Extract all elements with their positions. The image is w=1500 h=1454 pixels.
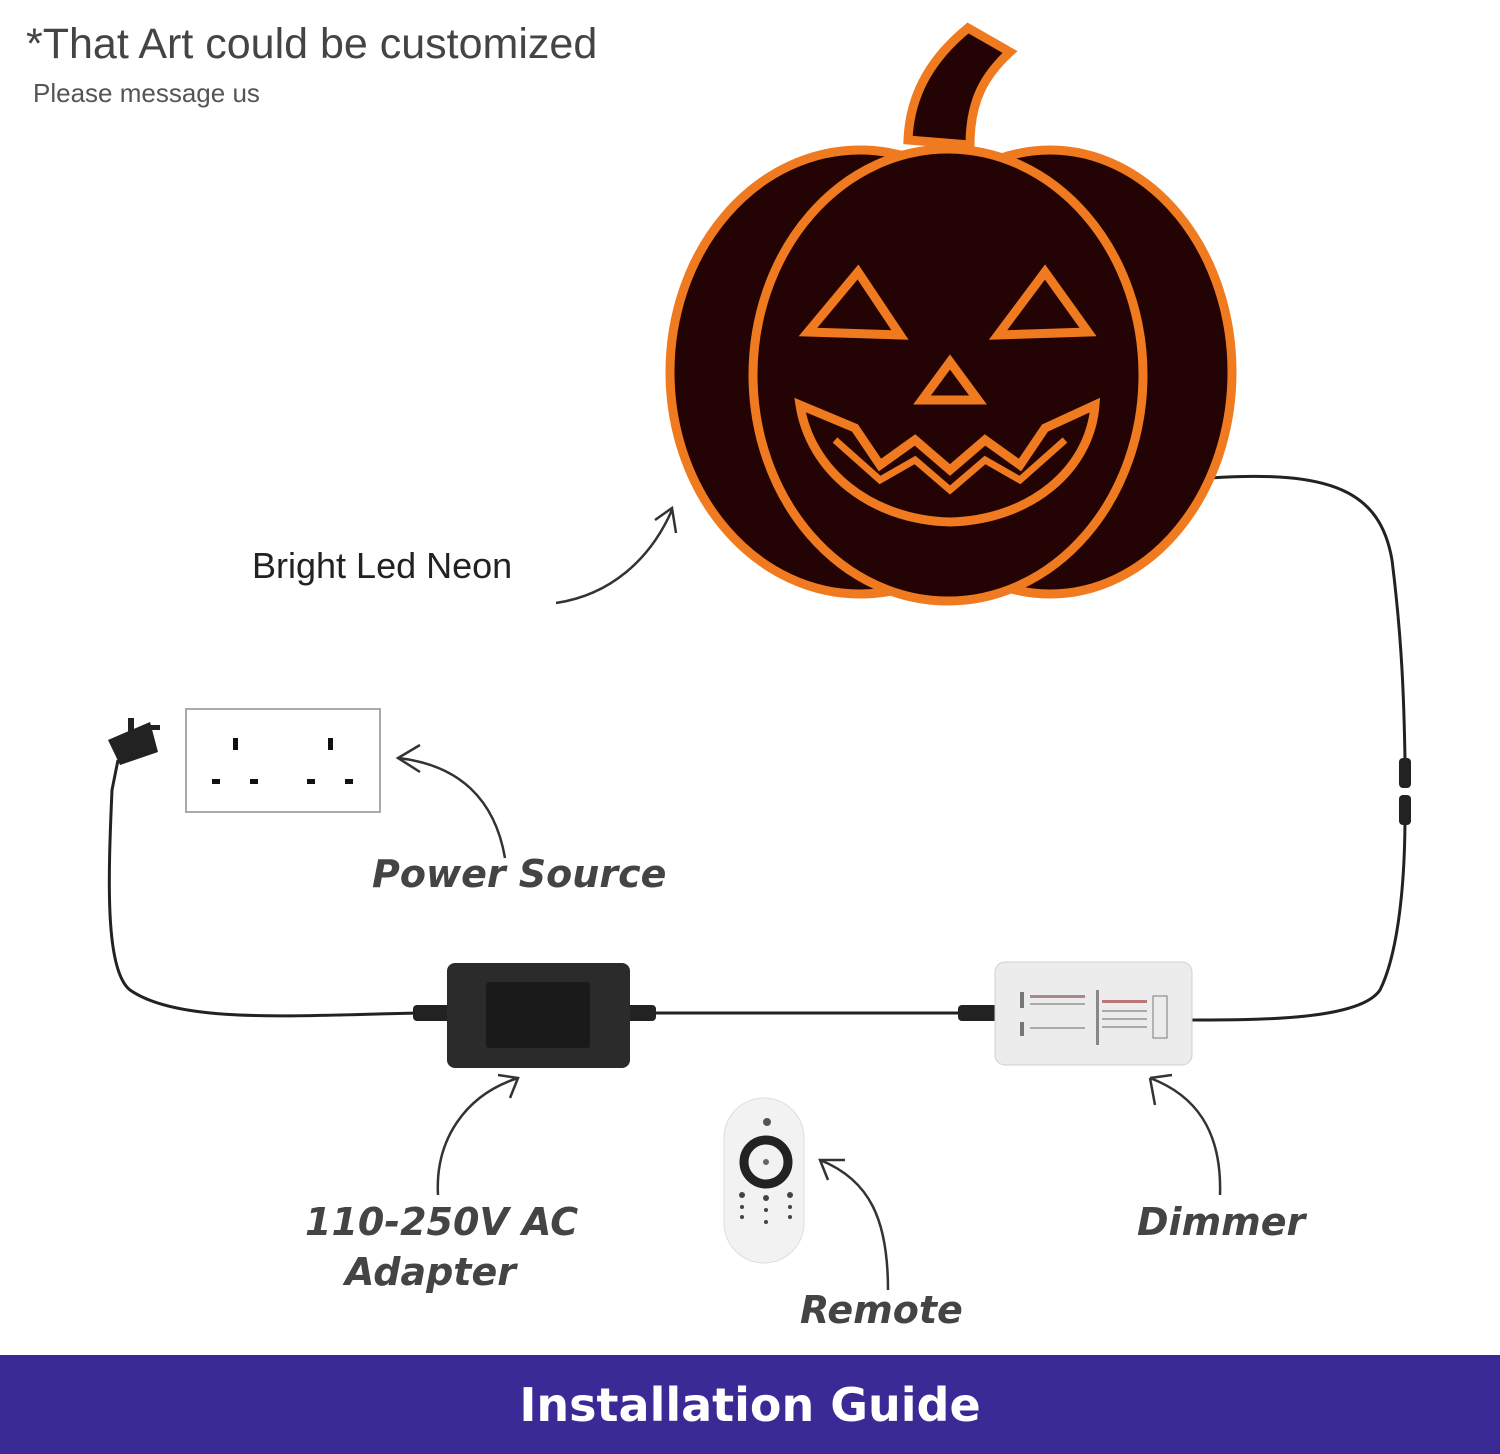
ac-adapter bbox=[413, 963, 656, 1068]
cables bbox=[107, 474, 1407, 1022]
power-source-arrow bbox=[395, 743, 507, 859]
connector-to-dimmer-cable bbox=[1191, 814, 1407, 1022]
remote-control bbox=[723, 1097, 805, 1264]
left-eye bbox=[798, 264, 909, 340]
customization-note: *That Art could be customized bbox=[26, 20, 598, 68]
adapter-label-line1: 110-250V AC bbox=[305, 1200, 579, 1244]
remote-label: Remote bbox=[800, 1288, 963, 1332]
right-eye bbox=[988, 264, 1097, 340]
remote-arrow bbox=[818, 1158, 890, 1291]
dimmer-box bbox=[958, 961, 1193, 1066]
adapter-arrow bbox=[436, 1073, 520, 1196]
annotation-arrows bbox=[395, 505, 1222, 1291]
mouth bbox=[794, 397, 1101, 527]
nose bbox=[913, 354, 987, 405]
power-outlet bbox=[185, 708, 381, 813]
installation-guide-banner: Installation Guide bbox=[0, 1355, 1500, 1454]
cable-connector bbox=[1399, 795, 1411, 825]
pumpkin-neon-sign bbox=[665, 22, 1237, 606]
plug-icon bbox=[108, 718, 160, 765]
dimmer-label: Dimmer bbox=[1137, 1200, 1306, 1244]
dimmer-arrow bbox=[1148, 1073, 1222, 1196]
neon-arrow bbox=[555, 505, 678, 605]
power-source-label: Power Source bbox=[372, 852, 667, 896]
pumpkin-stem bbox=[903, 22, 1018, 150]
neon-to-dimmer-cable bbox=[1209, 474, 1407, 761]
banner-title: Installation Guide bbox=[519, 1377, 981, 1432]
plug-to-adapter-cable bbox=[107, 759, 421, 1018]
cable-connector bbox=[1399, 758, 1411, 788]
customization-subnote: Please message us bbox=[33, 78, 260, 108]
neon-label: Bright Led Neon bbox=[252, 545, 513, 586]
adapter-label-line2: Adapter bbox=[345, 1250, 516, 1294]
